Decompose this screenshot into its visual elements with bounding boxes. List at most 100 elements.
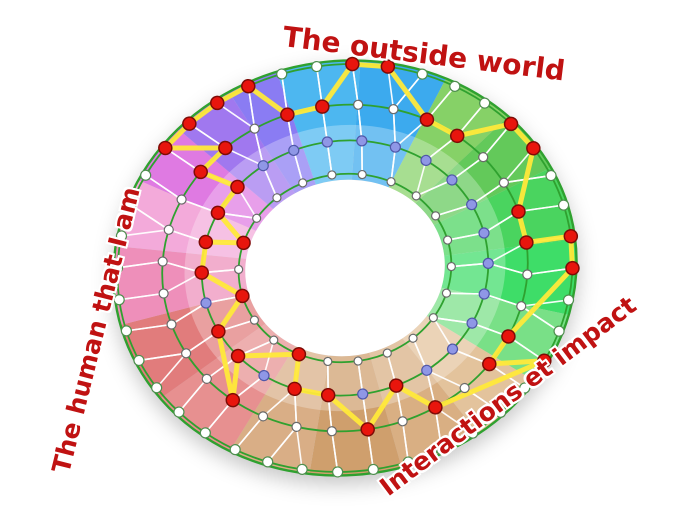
node xyxy=(157,256,168,267)
red-node xyxy=(198,234,214,250)
node xyxy=(519,382,531,394)
sector-wedge xyxy=(309,352,402,476)
node xyxy=(386,177,396,187)
red-node xyxy=(225,392,241,408)
node xyxy=(420,154,432,167)
sector-wedge xyxy=(229,345,330,474)
red-node xyxy=(218,140,233,156)
node xyxy=(229,444,241,456)
mesh-line xyxy=(119,292,164,301)
node xyxy=(113,294,125,306)
red-node xyxy=(519,235,534,250)
mesh-line xyxy=(234,415,264,451)
inner-lighten-overlay xyxy=(184,124,506,412)
red-node xyxy=(419,112,435,127)
mesh-line xyxy=(451,156,484,181)
node xyxy=(553,325,565,337)
mesh-line xyxy=(130,204,170,231)
node xyxy=(416,68,428,80)
mesh-line xyxy=(331,431,339,473)
red-node xyxy=(194,265,209,280)
node xyxy=(111,262,124,274)
node xyxy=(276,68,288,80)
node xyxy=(382,348,392,358)
mesh-line xyxy=(426,369,465,389)
node xyxy=(466,199,478,211)
node xyxy=(562,294,575,306)
node xyxy=(516,301,527,312)
node xyxy=(321,136,333,148)
red-node xyxy=(230,348,246,364)
red-node xyxy=(428,400,443,415)
mesh-line xyxy=(178,378,208,413)
mesh-line xyxy=(262,165,278,199)
node xyxy=(181,348,192,359)
node xyxy=(495,406,507,418)
node xyxy=(430,211,441,221)
red-node xyxy=(320,387,336,403)
red-node xyxy=(211,324,226,339)
node xyxy=(428,313,438,323)
node xyxy=(388,104,399,115)
node xyxy=(151,382,163,394)
node xyxy=(249,315,260,325)
mesh-line xyxy=(433,316,473,324)
node xyxy=(498,177,509,188)
mesh-line xyxy=(520,305,560,332)
red-node xyxy=(563,229,579,244)
node xyxy=(353,356,363,366)
node xyxy=(408,333,418,343)
node xyxy=(446,261,456,272)
mesh-line xyxy=(357,104,363,141)
mesh-line xyxy=(216,102,256,130)
node xyxy=(133,354,145,367)
mesh-line xyxy=(447,232,485,241)
node xyxy=(291,421,302,432)
node xyxy=(158,288,169,299)
node xyxy=(449,80,461,92)
node xyxy=(446,174,458,186)
node xyxy=(479,97,491,109)
mesh-line xyxy=(390,147,397,182)
node xyxy=(201,373,212,384)
mesh-line xyxy=(295,426,303,470)
node xyxy=(522,269,533,280)
mesh-line xyxy=(415,160,427,197)
node xyxy=(262,456,274,468)
mesh-line xyxy=(253,128,265,166)
node xyxy=(441,288,452,298)
mesh-line xyxy=(293,150,304,184)
node xyxy=(311,60,323,73)
mesh-line xyxy=(361,140,363,175)
node xyxy=(234,264,244,275)
node xyxy=(482,257,494,269)
mesh-line xyxy=(126,323,172,332)
node xyxy=(115,230,128,242)
node xyxy=(466,317,478,329)
node xyxy=(176,194,187,205)
node xyxy=(357,388,369,400)
node xyxy=(163,224,174,235)
node xyxy=(252,213,262,223)
mesh-line xyxy=(263,339,275,376)
mesh-line xyxy=(434,406,474,434)
node xyxy=(269,335,279,345)
red-node xyxy=(526,141,541,156)
node xyxy=(478,152,489,163)
mesh-line xyxy=(117,260,163,269)
red-node xyxy=(315,99,330,114)
node xyxy=(446,343,459,355)
node xyxy=(357,169,367,180)
node xyxy=(296,463,308,475)
node xyxy=(467,427,479,439)
node xyxy=(173,406,185,418)
mesh-line xyxy=(121,228,169,237)
sector-wedge xyxy=(402,315,536,434)
mesh-line xyxy=(435,203,472,217)
mesh-line xyxy=(527,267,573,276)
node xyxy=(249,123,260,134)
node xyxy=(332,466,344,478)
node xyxy=(327,170,337,180)
mesh-line xyxy=(401,421,410,463)
